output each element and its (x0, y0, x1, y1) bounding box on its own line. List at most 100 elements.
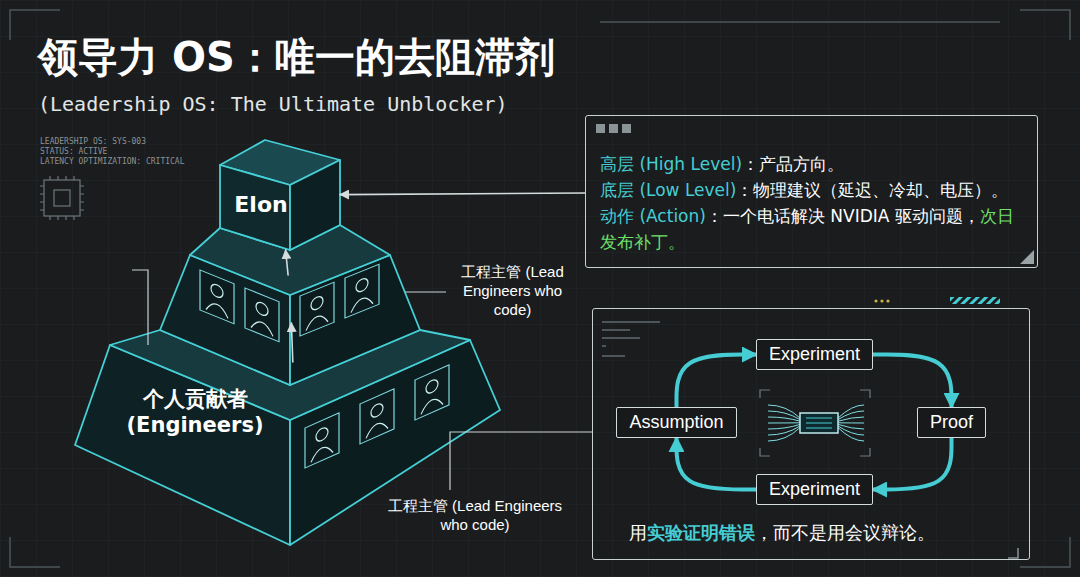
pyramid (75, 140, 500, 545)
fiber-illustration (768, 405, 864, 441)
cycle-panel-decor (880, 299, 883, 302)
node-text: 底层 (Low Level) (600, 180, 736, 200)
fiber-illustration (768, 422, 800, 423)
text-line: 高层 (High Level)：产品方向。 (600, 152, 1023, 178)
avatar-frame (421, 395, 443, 414)
fiber-illustration (768, 417, 800, 421)
avatar-frame (305, 413, 339, 468)
avatar-frame (311, 443, 333, 462)
chip-icon (40, 176, 84, 220)
info-panel: 高层 (High Level)：产品方向。底层 (Low Level)：物理建议… (585, 115, 1038, 268)
avatar-frame (316, 426, 328, 443)
chip-icon (54, 190, 70, 206)
node-text: 高层 (High Level) (600, 154, 742, 174)
avatar-frame (360, 389, 394, 444)
node-text: 个人贡献者 (Engineers) (110, 386, 280, 439)
avatar-frame (256, 300, 268, 317)
info-panel-decor (596, 124, 605, 133)
status-readout: LEADERSHIP OS: SYS-003 (40, 137, 146, 146)
frame-brackets (600, 21, 1000, 23)
cycle-panel-decor (874, 299, 877, 302)
info-panel-decor (622, 124, 631, 133)
cycle-panel-decor (602, 297, 1018, 558)
avatar-frame (300, 282, 334, 336)
fiber-illustration (768, 428, 800, 441)
avatar-frame (415, 365, 449, 420)
avatar-frame (251, 318, 273, 336)
avatar-frame (356, 277, 368, 294)
fiber-illustration (768, 426, 800, 435)
text-line: 动作 (Action)：一个电话解决 NVIDIA 驱动问题，次日发布补丁。 (600, 204, 1023, 256)
node-text: 用 (629, 522, 647, 543)
connector-arrow (286, 250, 289, 275)
avatar-frame (200, 270, 234, 324)
connector-arrow (676, 355, 755, 408)
frame-brackets (1020, 537, 1070, 567)
avatar-frame (415, 365, 449, 420)
avatar-frame (245, 288, 279, 342)
avatar-frame (245, 288, 279, 342)
node-text: ：物理建议（延迟、冷却、电压）。 (736, 180, 1008, 200)
connector-arrow (676, 438, 755, 490)
leader-lines (450, 432, 592, 490)
frame-brackets (1020, 10, 1070, 40)
text-line: 底层 (Low Level)：物理建议（延迟、冷却、电压）。 (600, 178, 1023, 204)
avatar-frame (305, 413, 339, 468)
fiber-illustration (838, 428, 864, 441)
info-panel-decor (609, 124, 618, 133)
node-text: Proof (930, 412, 973, 433)
node-text: ，而不是用会议辩论。 (755, 522, 935, 543)
connector-arrow (340, 193, 585, 195)
node-text: 动作 (Action) (600, 206, 706, 226)
cycle-panel: ExperimentProofExperimentAssumption用实验证明… (592, 308, 1030, 560)
node-text: 工程主管 (Lead Engineers who code) (385, 497, 565, 535)
info-panel-decor (1020, 250, 1034, 264)
avatar-frame (200, 270, 234, 324)
fiber-illustration (760, 390, 870, 456)
frame-brackets (10, 537, 60, 567)
text-line: 用实验证明错误，而不是用会议辩论。 (629, 521, 935, 545)
avatar-frame (360, 389, 394, 444)
process-box: Experiment (756, 474, 873, 505)
status-readout: STATUS: ACTIVE (40, 147, 107, 156)
node-text: ：一个电话解决 NVIDIA 驱动问题， (706, 206, 980, 226)
fiber-illustration (838, 422, 864, 423)
status-readout: LATENCY OPTIMIZATION: CRITICAL (40, 157, 185, 166)
node-text: Experiment (769, 479, 860, 500)
engineer-avatars (200, 264, 449, 468)
avatar-frame (311, 295, 323, 312)
cycle-panel-decor (886, 299, 889, 302)
leader-lines (132, 270, 148, 345)
fiber-illustration (806, 418, 832, 428)
cube-right-face (290, 160, 340, 250)
chip-icon (44, 180, 80, 216)
avatar-frame (426, 378, 438, 395)
node-text: 工程主管 (Lead Engineers who code) (450, 263, 575, 319)
avatar-frame (206, 300, 228, 318)
subtitle: (Leadership OS: The Ultimate Unblocker) (38, 92, 508, 116)
node-text: 实验证明错误 (647, 522, 755, 543)
leader-cube: Elon (220, 140, 340, 250)
process-box: Experiment (756, 339, 873, 370)
node-text: Experiment (769, 344, 860, 365)
connector-arrow (291, 323, 292, 362)
lead-engineer-tier: 工程主管 (Lead Engineers who code) (178, 275, 403, 323)
avatar-frame (366, 419, 388, 438)
cycle-panel-decor (602, 322, 660, 356)
frame-brackets (10, 10, 1070, 567)
avatar-frame (211, 282, 223, 299)
avatar-frame (345, 264, 379, 318)
process-box: Proof (917, 407, 986, 438)
node-text: Assumption (629, 412, 723, 433)
avatar-frame (306, 312, 328, 330)
connector-arrow (873, 438, 951, 490)
engineer-tier: 个人贡献者 (Engineers)工程主管 (Lead Engineers wh… (100, 362, 490, 482)
page-title: 领导力 OS：唯一的去阻滞剂 (38, 30, 555, 85)
node-text: Elon (223, 192, 299, 217)
cycle-panel-decor (950, 297, 1000, 304)
leader-lines (405, 291, 446, 292)
avatar-frame (345, 264, 379, 318)
avatar-frame (371, 402, 383, 419)
fiber-illustration (838, 417, 864, 421)
